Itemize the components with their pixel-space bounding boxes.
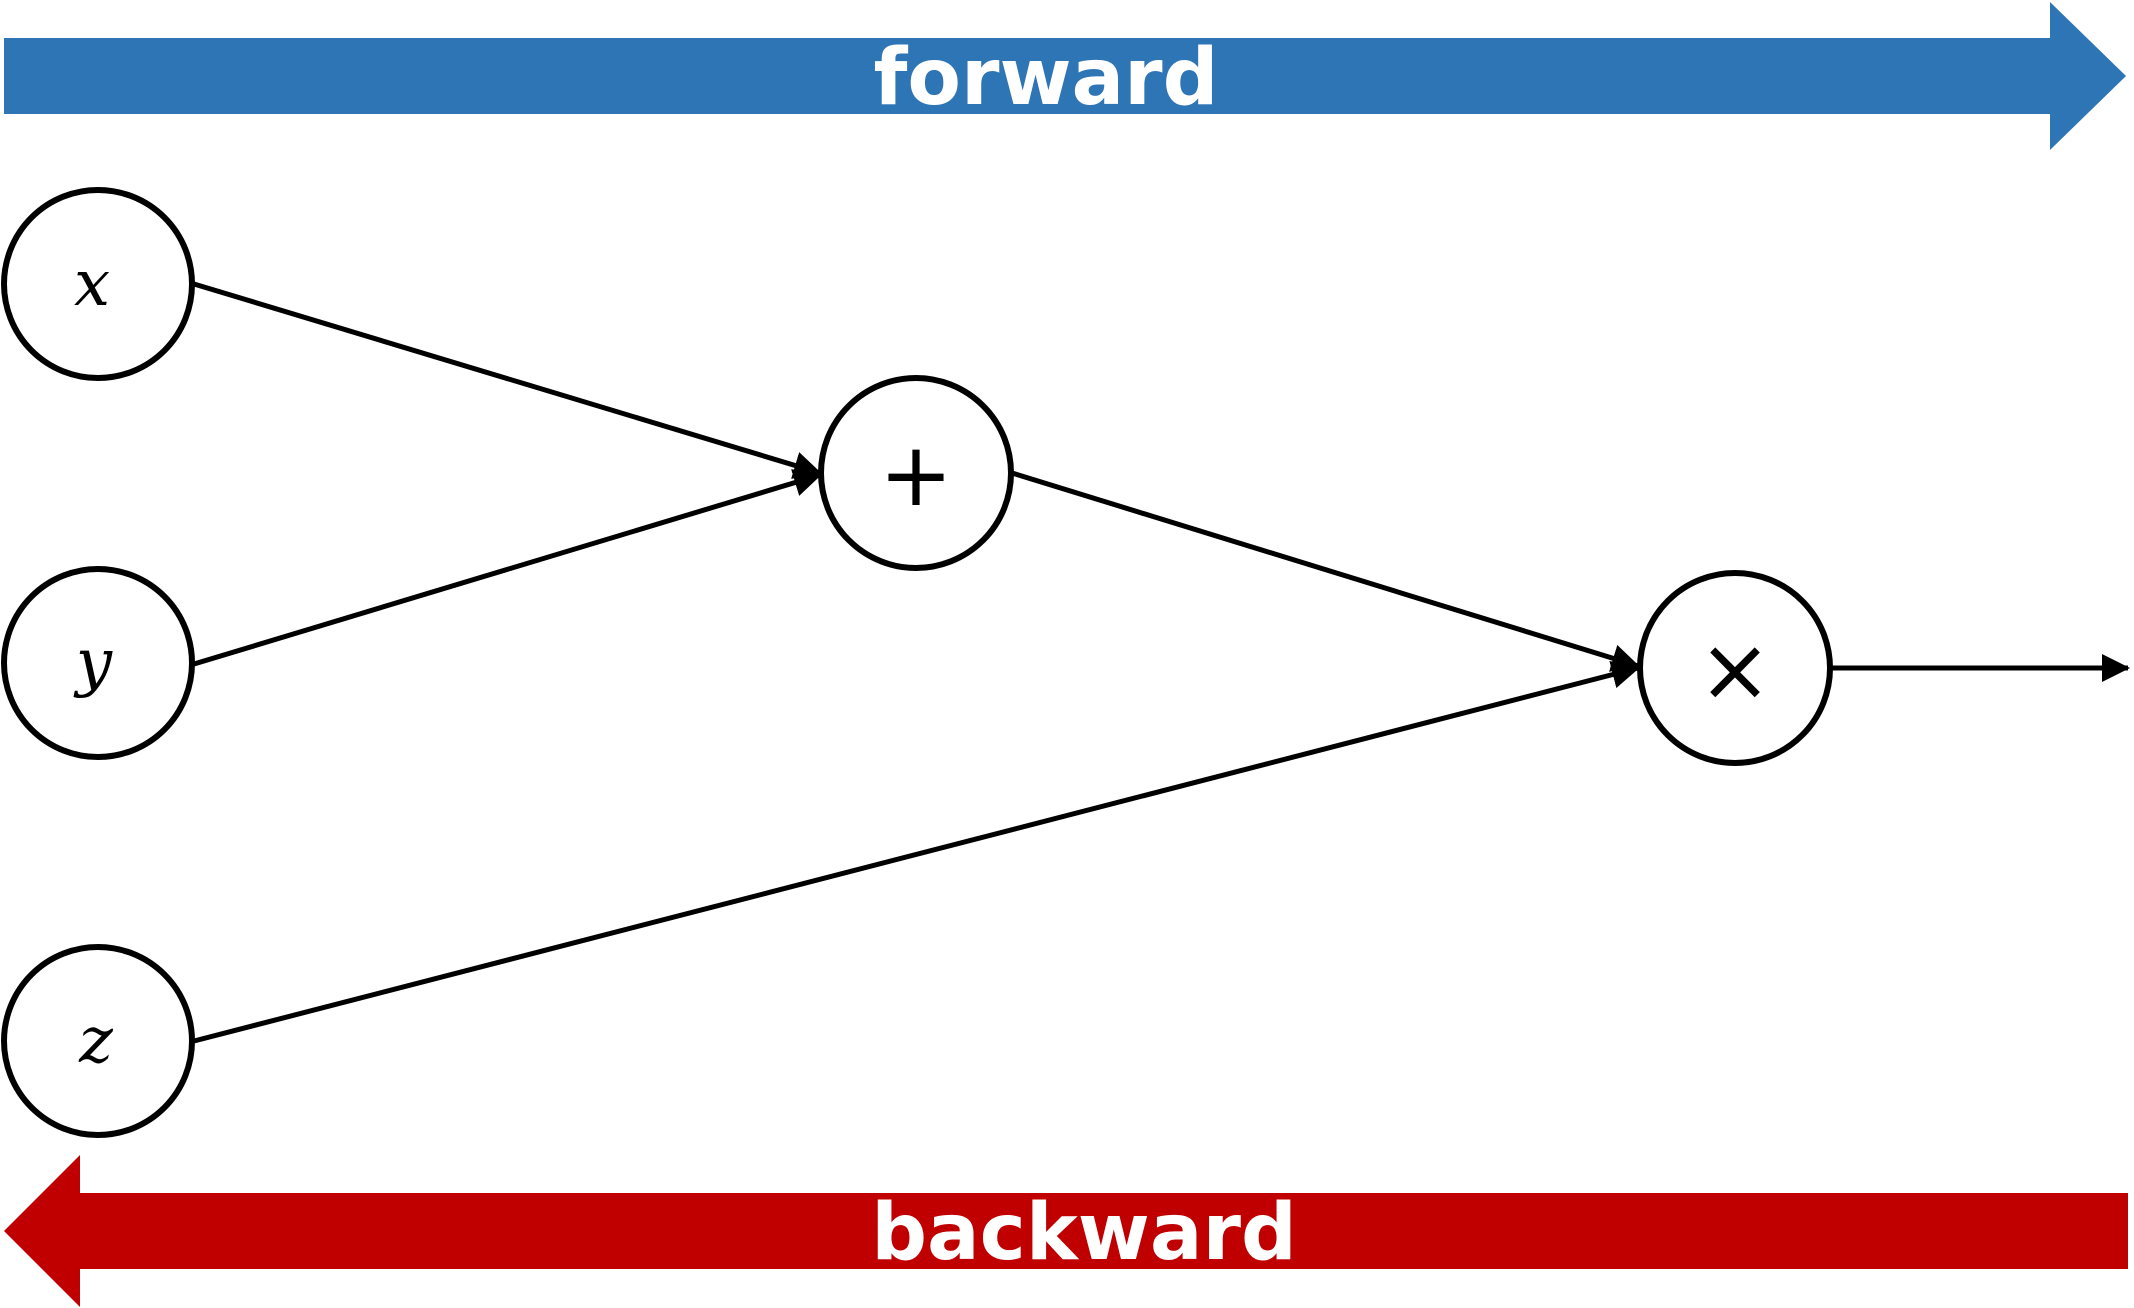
edge-add-to-multiply [1011, 470, 1640, 672]
backward-arrow: backward [4, 1155, 2128, 1307]
node-x-circle [1, 187, 195, 381]
node-z-label: z [78, 1004, 114, 1078]
forward-arrow: forward [4, 2, 2126, 150]
node-y-circle [1, 566, 195, 760]
node-z: z [1, 944, 195, 1138]
node-z-circle [1, 944, 195, 1138]
forward-arrow-shape [4, 2, 2126, 150]
node-y-label: y [73, 626, 113, 700]
node-x-label: x [74, 247, 110, 321]
edge-x-to-add [193, 281, 822, 479]
node-multiply: × [1637, 570, 1833, 766]
edges [193, 281, 2130, 1044]
multiply-operator-label: × [1698, 618, 1772, 721]
node-multiply-circle [1637, 570, 1833, 766]
backward-label: backward [871, 1188, 1297, 1278]
node-y: y [1, 566, 195, 760]
edge-y-to-add [193, 469, 822, 667]
node-x: x [1, 187, 195, 381]
backward-arrow-shape [4, 1155, 2128, 1307]
forward-label: forward [874, 33, 1219, 123]
edge-z-to-multiply [193, 660, 1640, 1044]
node-add-circle [818, 375, 1014, 571]
add-operator-label: + [879, 423, 953, 526]
node-add: + [818, 375, 1014, 571]
